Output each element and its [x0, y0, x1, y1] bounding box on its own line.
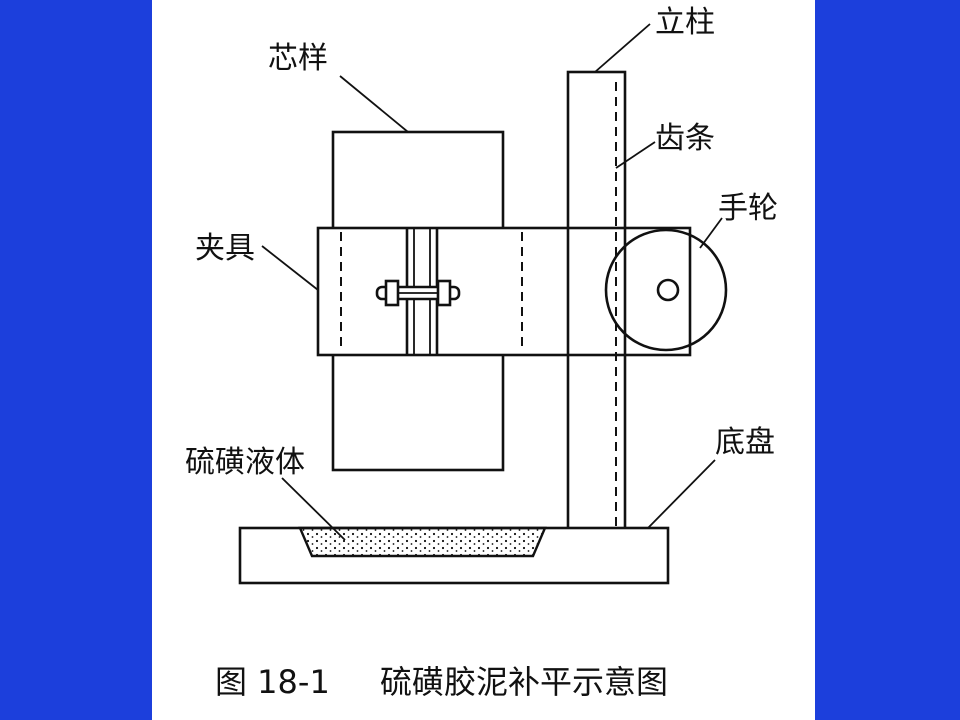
base	[238, 526, 670, 585]
label-clamp: 夹具	[195, 231, 255, 266]
hand-wheel	[604, 228, 728, 352]
label-rack: 齿条	[655, 121, 715, 156]
leader-lines	[261, 23, 723, 541]
label-sulfur-liquid: 硫磺液体	[185, 445, 305, 480]
label-base: 底盘	[715, 425, 775, 460]
label-column: 立柱	[655, 5, 715, 40]
clamp	[316, 226, 692, 357]
right-band	[815, 0, 960, 720]
clamp-bolt	[375, 279, 461, 307]
sulfur-liquid-pool	[298, 526, 547, 558]
figure-number: 图 18-1	[215, 663, 330, 701]
label-core-sample: 芯样	[268, 41, 328, 76]
label-hand-wheel: 手轮	[718, 191, 778, 226]
left-band	[0, 0, 152, 720]
figure-title: 硫磺胶泥补平示意图	[380, 663, 668, 701]
diagram-canvas	[152, 0, 815, 720]
